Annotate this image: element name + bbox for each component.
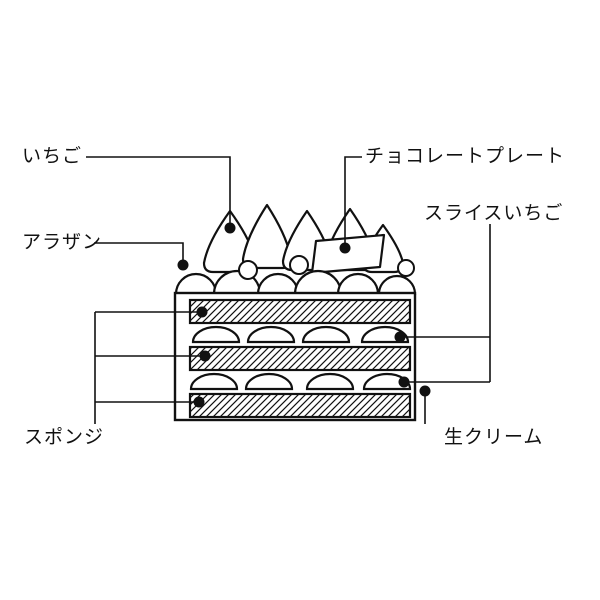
- leader-dot-sliced-strawberry-bottom: [398, 376, 410, 388]
- leader-dots: [177, 222, 431, 408]
- label-dragee: アラザン: [22, 231, 103, 253]
- label-sliced-strawberry: スライスいちご: [424, 202, 564, 224]
- strawberry-slice: [246, 325, 296, 344]
- leader-dot-strawberry: [224, 222, 236, 234]
- strawberry-slice: [189, 372, 239, 391]
- sponge-layers: [188, 298, 412, 419]
- leader-strawberry: [86, 156, 231, 228]
- dragee-balls: [238, 255, 415, 280]
- chocolate-plate-shape: [310, 233, 386, 275]
- sponge-layer: [188, 345, 412, 372]
- strawberry-slice: [244, 372, 294, 391]
- strawberry-slice: [191, 325, 241, 344]
- dragee-ball: [289, 255, 309, 275]
- leader-dragee: [94, 242, 184, 265]
- cream-swirl: [256, 272, 300, 296]
- strawberry-slice: [362, 372, 412, 391]
- label-fresh-cream: 生クリーム: [444, 426, 544, 448]
- label-chocolate-plate: チョコレートプレート: [365, 145, 566, 167]
- label-sponge: スポンジ: [24, 426, 105, 448]
- leader-dot-chocolate-plate: [339, 242, 351, 254]
- dragee-ball: [397, 259, 415, 277]
- cream-swirl: [336, 272, 380, 296]
- sponge-layer: [188, 392, 412, 419]
- label-strawberry: いちご: [22, 145, 83, 167]
- strawberry-slice: [305, 372, 355, 391]
- leader-dot-sliced-strawberry-top: [394, 331, 406, 343]
- leader-dot-sponge-middle: [199, 350, 211, 362]
- dragee-ball: [238, 260, 258, 280]
- strawberry-slice: [301, 325, 351, 344]
- cream-swirls: [174, 269, 417, 296]
- sponge-layer: [188, 298, 412, 325]
- leader-dot-sponge-top: [196, 306, 208, 318]
- leader-dot-dragee: [177, 259, 189, 271]
- cream-swirl: [377, 274, 417, 296]
- sliced-strawberries: [189, 325, 412, 391]
- cream-swirl: [174, 272, 218, 296]
- leader-dot-fresh-cream: [419, 385, 431, 397]
- leader-chocolate-plate: [344, 156, 362, 248]
- leader-dot-sponge-bottom: [193, 396, 205, 408]
